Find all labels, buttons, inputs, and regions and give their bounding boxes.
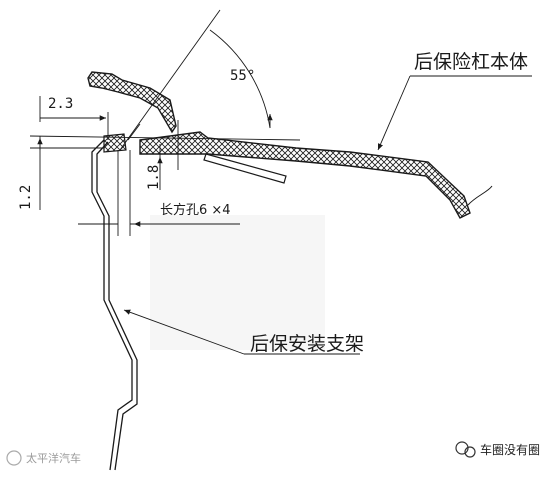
slot-label: 长方孔6 ×4 (160, 202, 231, 218)
dimension-1-8: 1.8 (146, 165, 162, 190)
angle-label: 55° (230, 68, 255, 84)
bumper-body-label: 后保险杠本体 (414, 51, 528, 73)
watermark-right-text: 车圈没有圈 (480, 442, 540, 457)
watermark-left: 太平洋汽车 (6, 450, 81, 466)
bumper-body-section (87, 71, 493, 219)
wechat-icon-2 (464, 446, 476, 458)
bracket-label: 后保安装支架 (250, 333, 364, 355)
watermark-right: 车圈没有圈 (455, 441, 540, 458)
dimension-2-3: 2.3 (48, 96, 73, 112)
watermark-left-text: 太平洋汽车 (26, 451, 81, 465)
dimension-1-2: 1.2 (18, 185, 34, 210)
dimension-lines (29, 9, 532, 355)
logo-icon (6, 450, 22, 466)
mounting-bracket (91, 139, 138, 471)
background-highlight (150, 215, 325, 350)
